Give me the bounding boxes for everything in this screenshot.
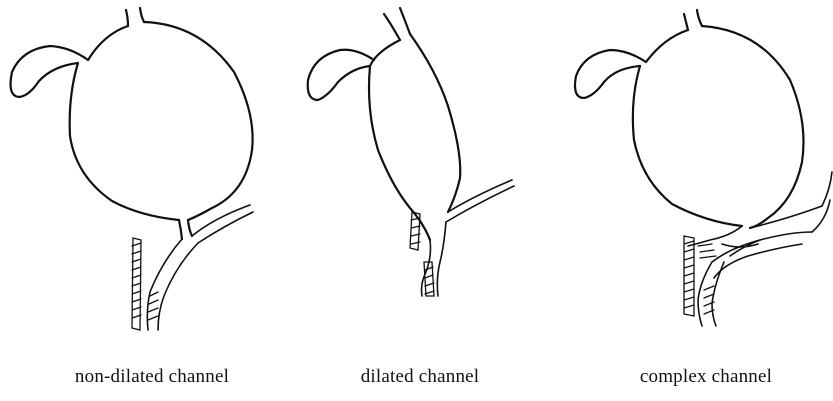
top-duct-wall-left bbox=[684, 14, 688, 30]
common-channel-left bbox=[698, 262, 712, 326]
common-channel-right bbox=[158, 243, 198, 330]
caption-complex-channel: complex channel bbox=[640, 366, 772, 388]
dilated-duct-left-wall bbox=[369, 40, 430, 240]
caption-dilated-channel: dilated channel bbox=[361, 366, 480, 388]
complex-channel-branch-3 bbox=[712, 232, 812, 262]
top-duct-wall-left bbox=[126, 10, 128, 26]
complex-channel-branch-4 bbox=[714, 244, 802, 278]
complex-channel-branch-1 bbox=[688, 226, 742, 246]
top-duct-wall-right bbox=[697, 10, 702, 26]
cyst-outline bbox=[633, 26, 804, 228]
complex-channel-branch-6 bbox=[812, 200, 830, 232]
top-duct-wall-right bbox=[140, 8, 144, 22]
panel-non-dilated-channel bbox=[11, 8, 253, 330]
panel-complex-channel bbox=[575, 10, 832, 326]
top-duct-wall-left bbox=[384, 14, 400, 40]
cyst-neck-left bbox=[179, 220, 182, 239]
caption-non-dilated-channel: non-dilated channel bbox=[75, 366, 229, 388]
cyst-outline bbox=[70, 22, 253, 220]
pancreatic-duct-lower bbox=[198, 212, 253, 243]
pancreatic-duct-upper bbox=[192, 205, 250, 236]
common-channel-left bbox=[147, 239, 182, 330]
cyst-neck-right bbox=[188, 220, 192, 236]
common-channel-right bbox=[437, 222, 446, 296]
panel-dilated-channel bbox=[308, 8, 514, 296]
dilated-duct-right-wall bbox=[410, 34, 460, 212]
top-duct-wall-right bbox=[400, 8, 410, 34]
complex-channel-branch-2 bbox=[750, 206, 822, 228]
gallbladder-lobe bbox=[308, 50, 374, 100]
